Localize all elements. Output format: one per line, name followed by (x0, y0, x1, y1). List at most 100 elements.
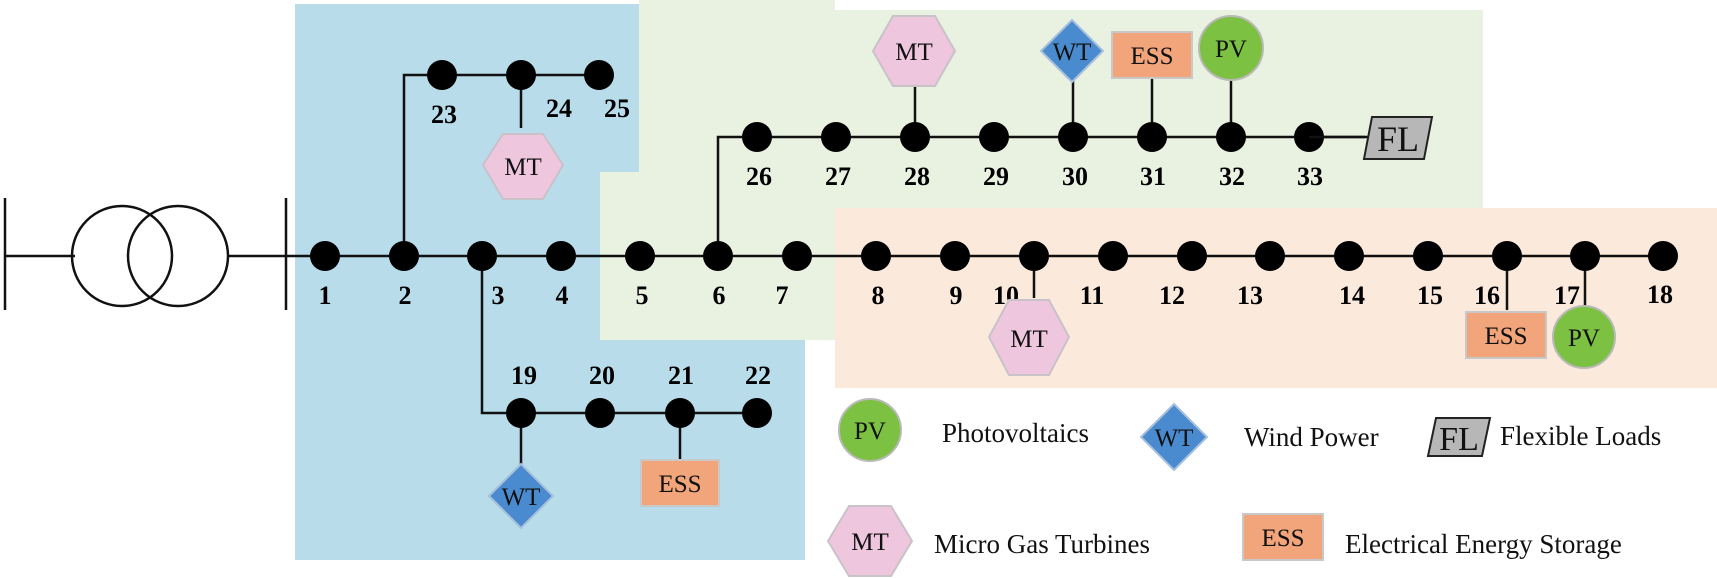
mt-icon: MT (871, 15, 957, 87)
bus-label: 23 (431, 100, 457, 129)
ess-icon: ESS (1465, 311, 1547, 359)
mt-label: MT (895, 39, 933, 66)
bus-label: 24 (546, 94, 572, 123)
bus-node[interactable] (1413, 241, 1443, 271)
bus-label: 17 (1554, 281, 1580, 310)
bus-label: 14 (1339, 281, 1365, 310)
mt-icon: MT (481, 133, 565, 200)
bus-label: 4 (556, 281, 569, 310)
zone-blue (295, 340, 805, 560)
legend-fl-symbol: FL (1439, 421, 1479, 458)
bus-node[interactable] (1098, 241, 1128, 271)
bus-node[interactable] (467, 241, 497, 271)
transformer-coil-left (70, 204, 174, 308)
ess-label: ESS (658, 471, 701, 498)
wt-icon (1139, 402, 1209, 472)
wt-icon: WT (1039, 18, 1105, 84)
bus-node[interactable] (703, 241, 733, 271)
pv-icon: PV (1198, 15, 1264, 81)
legend-ess-text: Electrical Energy Storage (1345, 529, 1622, 559)
bus-node[interactable] (940, 241, 970, 271)
bus-node[interactable] (584, 60, 614, 90)
legend-mt-symbol: MT (851, 529, 889, 556)
bus-label: 28 (904, 162, 930, 191)
bus-node[interactable] (1334, 241, 1364, 271)
bus-labels: 1 2 3 4 5 6 7 8 9 10 11 12 13 14 15 16 1… (319, 94, 1674, 390)
bus-node[interactable] (310, 241, 340, 271)
legend-item-wt: WT Wind Power (1139, 402, 1379, 472)
bus-node[interactable] (506, 398, 536, 428)
bus-node[interactable] (1648, 241, 1678, 271)
bus-label: 9 (950, 281, 963, 310)
bus-node[interactable] (546, 241, 576, 271)
bus-node[interactable] (861, 241, 891, 271)
bus-node[interactable] (625, 241, 655, 271)
bus-node[interactable] (427, 60, 457, 90)
ess-icon (1242, 513, 1324, 561)
legend-pv-symbol: PV (854, 418, 886, 445)
bus-label: 16 (1474, 281, 1500, 310)
bus-label: 12 (1159, 281, 1185, 310)
wt-label: WT (1053, 39, 1092, 66)
bus-label: 2 (399, 281, 412, 310)
ess-icon: ESS (1111, 31, 1193, 79)
bus-label: 32 (1219, 162, 1245, 191)
bus-node[interactable] (1492, 241, 1522, 271)
bus-node[interactable] (585, 398, 615, 428)
bus-label: 7 (776, 281, 789, 310)
legend-ess-symbol: ESS (1261, 525, 1304, 552)
bus-label: 25 (604, 94, 630, 123)
bus-node[interactable] (900, 122, 930, 152)
pv-label: PV (1568, 325, 1600, 352)
pv-icon (838, 398, 902, 462)
pv-label: PV (1215, 36, 1247, 63)
bus-node[interactable] (665, 398, 695, 428)
bus-node[interactable] (1570, 241, 1600, 271)
bus-node[interactable] (821, 122, 851, 152)
bus-node[interactable] (1177, 241, 1207, 271)
legend-pv-text: Photovoltaics (942, 418, 1089, 448)
fl-label: FL (1377, 119, 1419, 159)
zone-green (639, 0, 835, 172)
ess-label: ESS (1130, 43, 1173, 70)
mt-icon (826, 505, 914, 577)
bus-node[interactable] (742, 122, 772, 152)
bus-label: 6 (713, 281, 726, 310)
bus-label: 13 (1237, 281, 1263, 310)
bus-label: 21 (668, 361, 694, 390)
bus-node[interactable] (979, 122, 1009, 152)
network-devices: MT WT ESS MT WT ESS PV (481, 15, 1616, 530)
bus-label: 11 (1080, 281, 1105, 310)
wt-icon: WT (487, 462, 555, 530)
bus-node[interactable] (1137, 122, 1167, 152)
bus-label: 19 (511, 361, 537, 390)
bus-node[interactable] (1019, 241, 1049, 271)
legend-item-mt: MT Micro Gas Turbines (826, 505, 1150, 577)
ess-label: ESS (1484, 323, 1527, 350)
bus-label: 8 (872, 281, 885, 310)
bus-nodes (310, 60, 1678, 428)
bus-node[interactable] (1255, 241, 1285, 271)
legend-mt-text: Micro Gas Turbines (934, 529, 1150, 559)
mt-label: MT (1010, 326, 1048, 353)
transformer-coil-right (126, 204, 230, 308)
bus-node[interactable] (742, 398, 772, 428)
bus-label: 20 (589, 361, 615, 390)
bus-node[interactable] (782, 241, 812, 271)
bus-node[interactable] (506, 60, 536, 90)
bus-node[interactable] (1216, 122, 1246, 152)
bus-label: 30 (1062, 162, 1088, 191)
bus-node[interactable] (389, 241, 419, 271)
bus-node[interactable] (1058, 122, 1088, 152)
transformer (3, 198, 288, 310)
mt-label: MT (504, 154, 542, 181)
legend-wt-text: Wind Power (1244, 422, 1379, 452)
bus-label: 18 (1647, 280, 1673, 309)
bus-label: 27 (825, 162, 851, 191)
legend-item-fl: FL Flexible Loads (1426, 417, 1661, 458)
legend-item-pv: PV Photovoltaics (838, 398, 1089, 462)
bus-label: 5 (636, 281, 649, 310)
wt-label: WT (502, 484, 541, 511)
legend-item-ess: ESS Electrical Energy Storage (1242, 513, 1622, 561)
bus-label: 29 (983, 162, 1009, 191)
